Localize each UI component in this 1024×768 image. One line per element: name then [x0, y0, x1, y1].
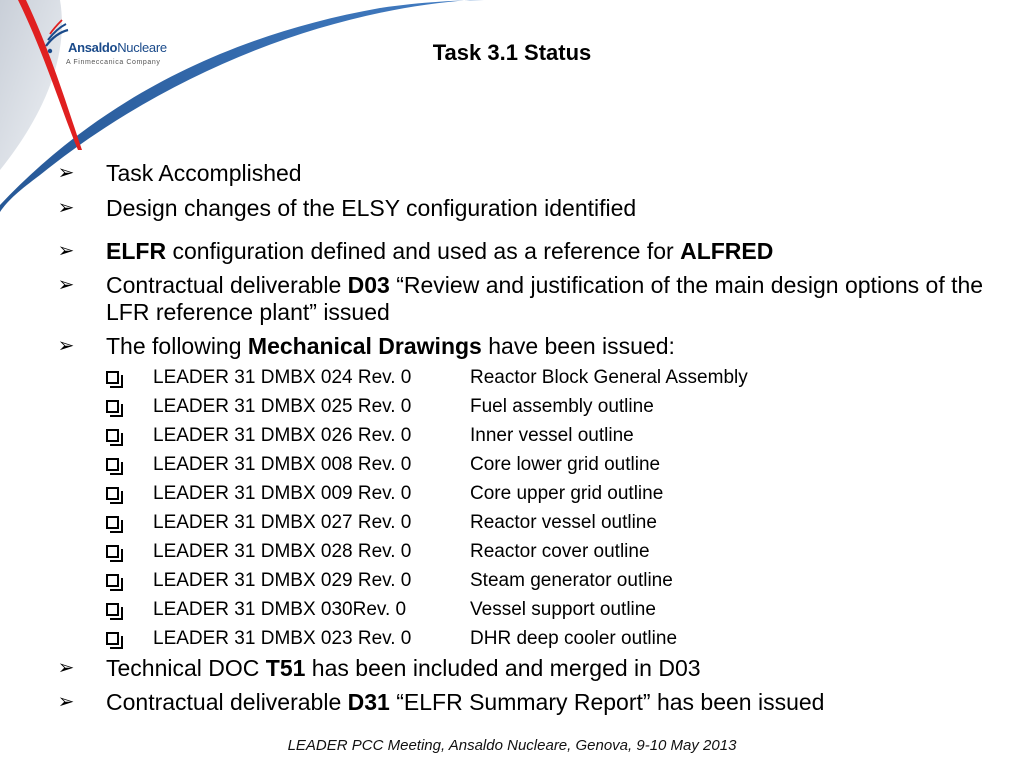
drawing-title: Reactor cover outline [470, 541, 650, 562]
checkbox-bullet-icon [106, 603, 123, 620]
arrow-bullet-icon: ➢ [57, 240, 75, 262]
arrow-bullet-icon: ➢ [57, 691, 75, 713]
drawing-list-item: LEADER 31 DMBX 026 Rev. 0 Inner vessel ou… [54, 421, 994, 450]
drawing-list-item: LEADER 31 DMBX 009 Rev. 0 Core upper grid… [54, 479, 994, 508]
drawing-code: LEADER 31 DMBX 008 Rev. 0 [153, 454, 412, 475]
drawing-title: Core lower grid outline [470, 454, 661, 475]
bullet-item: ➢ Design changes of the ELSY configurati… [54, 195, 994, 222]
drawing-title: DHR deep cooler outline [470, 628, 678, 649]
checkbox-bullet-icon [106, 632, 123, 649]
drawing-title: Inner vessel outline [470, 425, 634, 446]
red-swoosh [18, 0, 82, 150]
slide-content: ➢ Task Accomplished ➢ Design changes of … [54, 160, 994, 716]
drawing-code: LEADER 31 DMBX 028 Rev. 0 [153, 541, 412, 562]
checkbox-bullet-icon [106, 429, 123, 446]
bullet-item: ➢ Technical DOC T51 has been included an… [54, 655, 994, 682]
drawing-title: Reactor Block General Assembly [470, 367, 748, 388]
drawing-code: LEADER 31 DMBX 023 Rev. 0 [153, 628, 412, 649]
drawing-title: Fuel assembly outline [470, 396, 654, 417]
grey-swoosh [0, 0, 62, 170]
drawing-title: Core upper grid outline [470, 483, 664, 504]
bullet-item: ➢ Contractual deliverable D31 “ELFR Summ… [54, 689, 994, 716]
drawing-list-item: LEADER 31 DMBX 030Rev. 0 Vessel support o… [54, 595, 994, 624]
drawing-title: Reactor vessel outline [470, 512, 657, 533]
checkbox-bullet-icon [106, 458, 123, 475]
slide-title: Task 3.1 Status [432, 40, 592, 65]
bullet-item: ➢ Task Accomplished [54, 160, 994, 187]
drawing-list-item: LEADER 31 DMBX 025 Rev. 0 Fuel assembly o… [54, 392, 994, 421]
slide-footer: LEADER PCC Meeting, Ansaldo Nucleare, Ge… [287, 737, 737, 754]
drawing-list-item: LEADER 31 DMBX 024 Rev. 0 Reactor Block G… [54, 363, 994, 392]
drawing-code: LEADER 31 DMBX 024 Rev. 0 [153, 367, 412, 388]
company-logo: AnsaldoNucleare A Finmeccanica Company [42, 16, 182, 72]
checkbox-bullet-icon [106, 400, 123, 417]
drawing-list-item: LEADER 31 DMBX 027 Rev. 0 Reactor vessel … [54, 508, 994, 537]
drawings-list: LEADER 31 DMBX 024 Rev. 0 Reactor Block G… [54, 363, 994, 653]
logo-tagline: A Finmeccanica Company [66, 59, 161, 66]
drawing-code: LEADER 31 DMBX 030Rev. 0 [153, 599, 407, 620]
checkbox-bullet-icon [106, 487, 123, 504]
arrow-bullet-icon: ➢ [57, 335, 75, 357]
drawing-title: Steam generator outline [470, 570, 673, 591]
drawing-list-item: LEADER 31 DMBX 023 Rev. 0 DHR deep cooler… [54, 624, 994, 653]
bullet-item: ➢ Contractual deliverable D03 “Review an… [54, 272, 994, 326]
logo-brand-text: AnsaldoNucleare [68, 40, 167, 55]
arrow-bullet-icon: ➢ [57, 162, 75, 184]
drawing-code: LEADER 31 DMBX 027 Rev. 0 [153, 512, 412, 533]
logo-mark-icon [45, 19, 69, 54]
bullet-item: ➢ ELFR configuration defined and used as… [54, 238, 994, 265]
checkbox-bullet-icon [106, 516, 123, 533]
checkbox-bullet-icon [106, 545, 123, 562]
drawing-list-item: LEADER 31 DMBX 028 Rev. 0 Reactor cover o… [54, 537, 994, 566]
arrow-bullet-icon: ➢ [57, 197, 75, 219]
drawing-code: LEADER 31 DMBX 029 Rev. 0 [153, 570, 412, 591]
arrow-bullet-icon: ➢ [57, 274, 75, 296]
drawing-code: LEADER 31 DMBX 025 Rev. 0 [153, 396, 412, 417]
drawing-code: LEADER 31 DMBX 026 Rev. 0 [153, 425, 412, 446]
drawing-list-item: LEADER 31 DMBX 008 Rev. 0 Core lower grid… [54, 450, 994, 479]
checkbox-bullet-icon [106, 574, 123, 591]
drawing-list-item: LEADER 31 DMBX 029 Rev. 0 Steam generator… [54, 566, 994, 595]
checkbox-bullet-icon [106, 371, 123, 388]
bullet-item: ➢ The following Mechanical Drawings have… [54, 333, 994, 360]
arrow-bullet-icon: ➢ [57, 657, 75, 679]
drawing-code: LEADER 31 DMBX 009 Rev. 0 [153, 483, 412, 504]
drawing-title: Vessel support outline [470, 599, 656, 620]
